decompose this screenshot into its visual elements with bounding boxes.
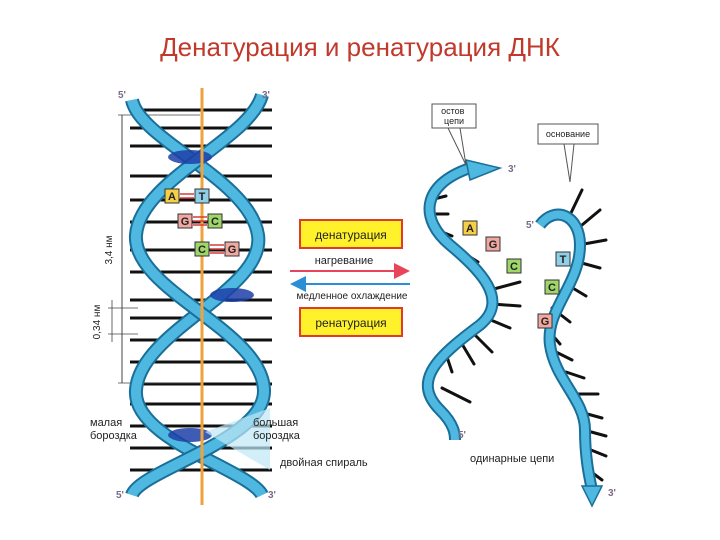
svg-text:C: C bbox=[548, 282, 556, 294]
renaturation-label: ренатурация bbox=[315, 316, 386, 330]
single-base-c bbox=[506, 258, 522, 274]
strand-1-three-prime: 3' bbox=[508, 164, 516, 175]
base-pair-at: A T bbox=[164, 188, 210, 204]
five-prime-bottom: 5' bbox=[116, 490, 124, 501]
denaturation-box bbox=[299, 219, 403, 249]
slow-cooling-label: медленное охлаждение bbox=[297, 291, 408, 302]
process-panel: денатурация нагревание медленное охлажде… bbox=[290, 219, 410, 337]
five-prime-top: 5' bbox=[118, 90, 126, 101]
svg-text:T: T bbox=[199, 191, 206, 203]
base-pair-gc: G C bbox=[177, 213, 223, 229]
svg-text:T: T bbox=[560, 254, 567, 266]
double-helix-label: двойная спираль bbox=[280, 457, 368, 469]
strand-1-arrowhead bbox=[465, 159, 503, 182]
svg-text:G: G bbox=[181, 216, 190, 228]
minor-groove-label: малая бороздка bbox=[90, 417, 138, 442]
crossing-2 bbox=[210, 288, 254, 302]
strand-2-arrowhead bbox=[580, 485, 604, 508]
major-groove-glow bbox=[205, 408, 270, 470]
single-base-g-2 bbox=[537, 313, 553, 329]
svg-text:G: G bbox=[541, 316, 550, 328]
base-callout: основание bbox=[537, 123, 599, 183]
rise-dimension: 0,34 нм bbox=[92, 300, 138, 342]
base-pair-cg: C G bbox=[194, 241, 240, 257]
single-base-t bbox=[555, 251, 571, 267]
svg-text:C: C bbox=[211, 216, 219, 228]
renaturation-box bbox=[299, 307, 403, 337]
base-a bbox=[164, 188, 180, 204]
crossing-3 bbox=[168, 428, 212, 442]
denaturation-label: денатурация bbox=[315, 228, 387, 242]
strand-1-edge bbox=[421, 162, 499, 441]
major-groove-label: большая бороздка bbox=[253, 417, 301, 442]
double-helix: 3,4 нм 0,34 нм A T bbox=[90, 88, 368, 505]
base-g-2 bbox=[224, 241, 240, 257]
base-t bbox=[194, 188, 210, 204]
single-base-g bbox=[485, 236, 501, 252]
svg-text:C: C bbox=[198, 244, 206, 256]
strand-1-five-prime: 5' bbox=[458, 430, 466, 441]
strand-2-five-prime: 5' bbox=[526, 220, 534, 231]
svg-text:C: C bbox=[510, 261, 518, 273]
base-g bbox=[177, 213, 193, 229]
pitch-label: 3,4 нм bbox=[104, 235, 115, 264]
crossing-1 bbox=[168, 150, 212, 164]
svg-text:A: A bbox=[466, 223, 474, 235]
svg-text:G: G bbox=[489, 239, 498, 251]
svg-text:основание: основание bbox=[546, 129, 590, 139]
single-base-c-2 bbox=[544, 279, 560, 295]
single-strands-label: одинарные цепи bbox=[470, 453, 554, 465]
svg-text:остов цепи: остов цепи bbox=[441, 106, 467, 126]
strand-2 bbox=[536, 210, 596, 491]
single-strands: A G C 3' 5' T C bbox=[421, 103, 616, 508]
three-prime-bottom: 3' bbox=[268, 490, 276, 501]
backbone-callout: остов цепи bbox=[431, 103, 477, 166]
page-title: Денатурация и ренатурация ДНК bbox=[160, 32, 560, 62]
svg-text:G: G bbox=[228, 244, 237, 256]
strand-1 bbox=[423, 164, 497, 441]
base-c bbox=[207, 213, 223, 229]
three-prime-top: 3' bbox=[262, 90, 270, 101]
rise-label: 0,34 нм bbox=[92, 305, 103, 340]
heating-label: нагревание bbox=[315, 255, 374, 267]
strand-2-three-prime: 3' bbox=[608, 488, 616, 499]
svg-text:A: A bbox=[168, 191, 176, 203]
base-c-2 bbox=[194, 241, 210, 257]
single-base-a bbox=[462, 220, 478, 236]
